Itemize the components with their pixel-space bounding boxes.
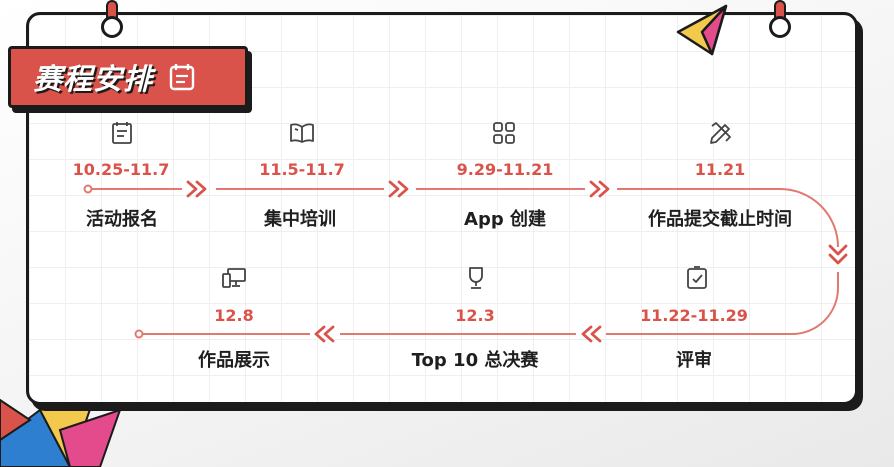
step-2-date: 11.5-11.7 [259,160,345,179]
pencil-ruler-icon [710,122,731,144]
clipboard-icon [112,122,132,144]
step-2-label: 集中培训 [264,209,336,230]
open-book-icon [290,123,314,143]
trophy-icon [469,267,483,289]
binder-ring-left [101,16,123,38]
step-3-label: App 创建 [464,209,546,230]
step-1-label: 活动报名 [86,209,158,230]
step-6-label: Top 10 总决赛 [411,350,539,371]
monitor-devices-icon [222,268,246,288]
ring-strap-left [106,0,118,20]
step-3-date: 9.29-11.21 [456,160,554,179]
step-1-date: 10.25-11.7 [72,160,170,179]
step-7-label: 作品展示 [198,350,270,371]
section-title-badge: 赛程安排 [8,46,248,108]
step-6-date: 12.3 [455,306,495,325]
step-4-date: 11.21 [694,160,746,179]
ring-strap-right [774,0,786,20]
step-4-label: 作品提交截止时间 [648,209,792,230]
step-7-date: 12.8 [214,306,254,325]
paper-plane-decoration [676,4,728,56]
checklist-icon [687,266,707,289]
step-5-label: 评审 [676,350,712,371]
grid-apps-icon [493,122,515,144]
step-5-date: 11.22-11.29 [640,306,748,325]
binder-ring-right [769,16,791,38]
notepad-icon [169,64,195,91]
section-title: 赛程安排 [33,62,154,96]
